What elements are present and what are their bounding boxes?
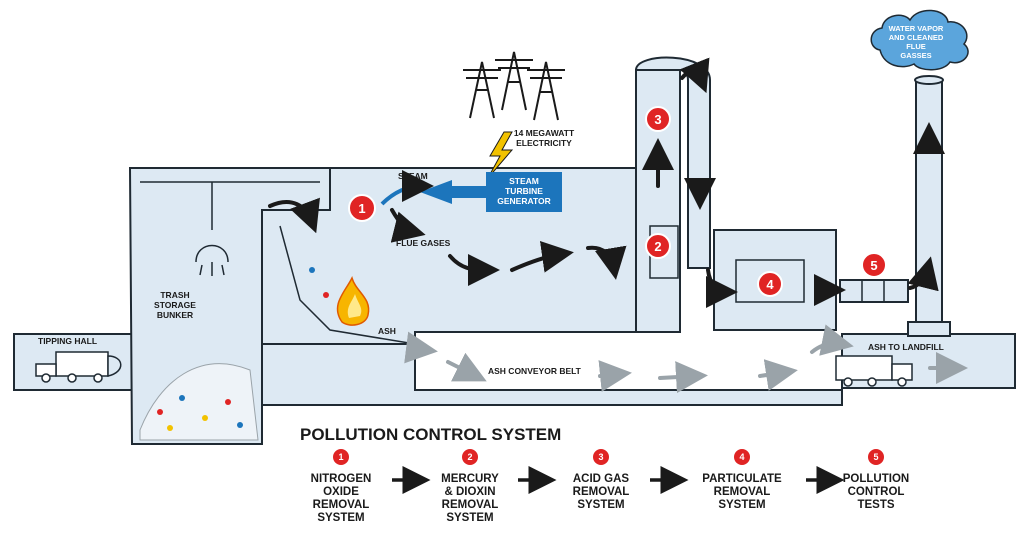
legend-step-3-line-3: SYSTEM [577, 499, 624, 511]
steam-label: STEAM [398, 171, 428, 181]
legend-step-4-line-1: PARTICULATE [702, 473, 782, 485]
flue-arrow-c [586, 245, 627, 280]
flow-arrows [268, 57, 945, 308]
marker-2-text: 2 [654, 239, 661, 254]
legend-step-3-num: 3 [598, 452, 603, 462]
trash-bunker-label-3: BUNKER [157, 310, 193, 320]
legend-step-2-line-3: REMOVAL [442, 499, 499, 511]
lightning-icon [487, 131, 514, 179]
legend-step-2-line-2: & DIOXIN [444, 486, 495, 498]
legend-step-5-line-2: CONTROL [848, 486, 905, 498]
electricity-label-1: 14 MEGAWATT [514, 128, 575, 138]
garbage-truck-left [35, 351, 122, 383]
legend-step-3-line-1: ACID GAS [573, 473, 630, 485]
marker-5-text: 5 [870, 258, 877, 273]
legend-step-2: 2 MERCURY & DIOXIN REMOVAL SYSTEM [441, 449, 499, 524]
legend-step-1-line-2: OXIDE [323, 486, 359, 498]
ash-landfill-label: ASH TO LANDFILL [868, 342, 944, 352]
legend-step-1-line-4: SYSTEM [317, 512, 364, 524]
flue-from-boiler-arrow [390, 208, 426, 243]
marker-3: 3 [645, 106, 671, 132]
crane-drop-arrow [268, 197, 320, 234]
legend-step-5-line-3: TESTS [857, 499, 894, 511]
stack-base [907, 321, 951, 337]
vapor-cloud [870, 9, 969, 71]
turbine-label-2: TURBINE [505, 186, 543, 196]
power-pylon-icons [463, 51, 565, 121]
stack-top [914, 75, 944, 85]
steam-arrow [420, 180, 486, 204]
legend-step-2-line-4: SYSTEM [446, 512, 493, 524]
cloud-label-1: WATER VAPOR [889, 24, 944, 33]
marker-2: 2 [645, 233, 671, 259]
flue-arrow-a [448, 253, 500, 286]
ash-flow-arrows [404, 324, 968, 394]
legend-step-2-num: 2 [467, 452, 472, 462]
ash-conveyor-label: ASH CONVEYOR BELT [488, 366, 582, 376]
turbine-label-1: STEAM [509, 176, 539, 186]
legend-step-5: 5 POLLUTION CONTROL TESTS [843, 449, 909, 511]
ash-truck-right [835, 355, 913, 387]
ash-label: ASH [378, 326, 396, 336]
flue-gases-label: FLUE GASES [396, 238, 451, 248]
marker-1: 1 [348, 194, 376, 222]
fire-icon [336, 275, 370, 326]
legend-step-3: 3 ACID GAS REMOVAL SYSTEM [573, 449, 630, 511]
test-unit [839, 279, 909, 303]
cloud-label-3: FLUE [906, 42, 926, 51]
duct-to-baghouse-arrow [705, 268, 738, 308]
legend-step-3-line-2: REMOVAL [573, 486, 630, 498]
marker-3-text: 3 [654, 112, 661, 127]
turbine-generator-box [486, 172, 562, 212]
legend-step-5-num: 5 [873, 452, 878, 462]
legend-title: POLLUTION CONTROL SYSTEM [300, 425, 561, 444]
tipping-hall-label: TIPPING HALL [38, 336, 97, 346]
legend-step-1-num: 1 [338, 452, 343, 462]
cloud-label-4: GASSES [900, 51, 931, 60]
flue-arrow-b [510, 240, 574, 273]
legend-step-4: 4 PARTICULATE REMOVAL SYSTEM [702, 449, 782, 511]
legend-step-1: 1 NITROGEN OXIDE REMOVAL SYSTEM [311, 449, 372, 524]
trash-bunker-label-2: STORAGE [154, 300, 196, 310]
legend-step-4-line-2: REMOVAL [714, 486, 771, 498]
turbine-label-3: GENERATOR [497, 196, 551, 206]
legend-step-5-line-1: POLLUTION [843, 473, 909, 485]
legend-step-2-line-1: MERCURY [441, 473, 499, 485]
duct-top-arrow [679, 57, 710, 94]
marker-4-text: 4 [766, 277, 774, 292]
exhaust-stack [915, 79, 943, 333]
trash-bunker-label-1: TRASH [160, 290, 189, 300]
marker-5: 5 [861, 252, 887, 278]
legend-step-1-line-3: REMOVAL [313, 499, 370, 511]
test-to-stack-arrow [907, 256, 939, 292]
steam-from-boiler-arrow [380, 170, 434, 206]
plant-structure [13, 56, 1016, 445]
cloud-label-2: AND CLEANED [889, 33, 944, 42]
marker-1-text: 1 [358, 201, 365, 216]
electricity-label-2: ELECTRICITY [516, 138, 572, 148]
marker-4: 4 [757, 271, 783, 297]
legend-step-4-num: 4 [739, 452, 744, 462]
legend-step-1-line-1: NITROGEN [311, 473, 372, 485]
legend-step-4-line-3: SYSTEM [718, 499, 765, 511]
